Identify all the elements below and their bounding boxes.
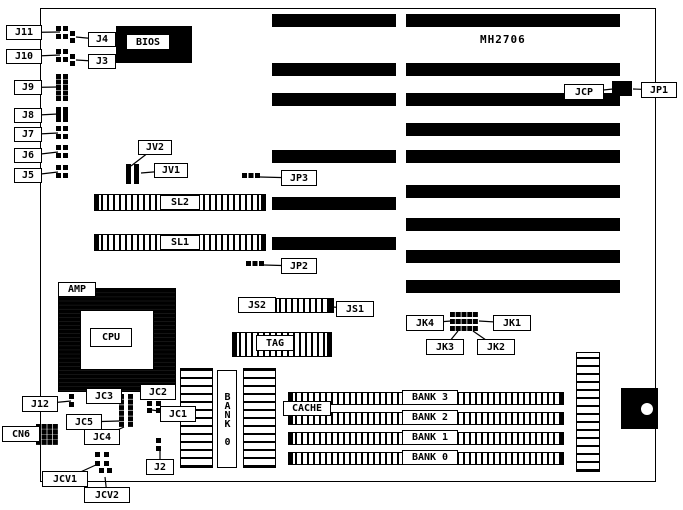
jp3-pins bbox=[242, 173, 260, 181]
connector-js bbox=[272, 298, 334, 313]
jcv2-pins bbox=[99, 468, 112, 476]
callout-jcv1: JCV1 bbox=[42, 471, 88, 487]
callout-jc5: JC5 bbox=[66, 414, 102, 430]
j7-pins bbox=[56, 126, 68, 139]
jv-pins bbox=[126, 164, 139, 184]
callout-jc1: JC1 bbox=[160, 406, 196, 422]
label-bios: BIOS bbox=[126, 34, 170, 50]
expansion-slot-l3 bbox=[272, 93, 396, 106]
callout-js1: JS1 bbox=[336, 301, 374, 317]
label-cache: CACHE bbox=[283, 401, 331, 416]
callout-j8: J8 bbox=[14, 108, 42, 123]
expansion-slot-r8 bbox=[406, 250, 620, 263]
jcv1-pins bbox=[95, 452, 109, 466]
label-bank0-vertical: BANK 0 bbox=[217, 370, 237, 468]
bank0-socket-right bbox=[243, 368, 276, 468]
j8-pins bbox=[56, 107, 68, 122]
callout-j11: J11 bbox=[6, 25, 42, 40]
jp2-pins bbox=[246, 261, 264, 269]
expansion-slot-r5 bbox=[406, 150, 620, 163]
callout-j9: J9 bbox=[14, 80, 42, 95]
callout-j2: J2 bbox=[146, 459, 174, 475]
jk-pins bbox=[450, 312, 478, 331]
callout-js2: JS2 bbox=[238, 297, 276, 313]
label-tag: TAG bbox=[256, 335, 294, 351]
label-sl1: SL1 bbox=[160, 235, 200, 250]
cn6-pins bbox=[36, 424, 58, 445]
expansion-slot-r1 bbox=[406, 14, 620, 27]
callout-jc4: JC4 bbox=[84, 429, 120, 445]
callout-jk4: JK4 bbox=[406, 315, 444, 331]
j9-pins bbox=[56, 74, 68, 101]
callout-j5: J5 bbox=[14, 168, 42, 183]
callout-cn6: CN6 bbox=[2, 426, 40, 442]
j6-pins bbox=[56, 145, 68, 158]
label-cpu: CPU bbox=[90, 328, 132, 347]
jc-pins-a bbox=[119, 394, 133, 427]
callout-j10: J10 bbox=[6, 49, 42, 64]
j11-pins bbox=[56, 26, 68, 39]
expansion-slot-r4 bbox=[406, 123, 620, 136]
expansion-slot-r2 bbox=[406, 63, 620, 76]
j5-pins bbox=[56, 165, 68, 178]
callout-jk3: JK3 bbox=[426, 339, 464, 355]
j12-pins bbox=[69, 394, 77, 407]
j4-pins bbox=[70, 31, 79, 43]
din-hole bbox=[641, 402, 653, 415]
label-bank2: BANK 2 bbox=[402, 410, 458, 425]
callout-jc3: JC3 bbox=[86, 388, 122, 404]
label-amp: AMP bbox=[58, 282, 96, 297]
callout-jv1: JV1 bbox=[154, 163, 188, 178]
expansion-slot-l1 bbox=[272, 14, 396, 27]
part-number-label: MH2706 bbox=[480, 33, 526, 46]
expansion-slot-r6 bbox=[406, 185, 620, 198]
j10-pins bbox=[56, 49, 68, 62]
expansion-slot-r9 bbox=[406, 280, 620, 293]
j2-pins bbox=[156, 438, 164, 451]
jcp-pins bbox=[612, 81, 632, 96]
callout-jcp: JCP bbox=[564, 84, 604, 100]
callout-jv2: JV2 bbox=[138, 140, 172, 155]
keyboard-connector bbox=[621, 388, 658, 429]
expansion-slot-l6 bbox=[272, 237, 396, 250]
callout-jp2: JP2 bbox=[281, 258, 317, 274]
label-bank3: BANK 3 bbox=[402, 390, 458, 405]
callout-j3: J3 bbox=[88, 54, 116, 69]
power-connector bbox=[576, 352, 600, 472]
callout-jcv2: JCV2 bbox=[84, 487, 130, 503]
callout-jk1: JK1 bbox=[493, 315, 531, 331]
label-bank1: BANK 1 bbox=[402, 430, 458, 445]
expansion-slot-l2 bbox=[272, 63, 396, 76]
callout-jc2: JC2 bbox=[140, 384, 176, 400]
label-bank0: BANK 0 bbox=[402, 450, 458, 465]
label-sl2: SL2 bbox=[160, 195, 200, 210]
expansion-slot-l4 bbox=[272, 150, 396, 163]
callout-jp1: JP1 bbox=[641, 82, 677, 98]
j3-pins bbox=[70, 54, 79, 66]
callout-jk2: JK2 bbox=[477, 339, 515, 355]
callout-j7: J7 bbox=[14, 127, 42, 142]
expansion-slot-l5 bbox=[272, 197, 396, 210]
callout-jp3: JP3 bbox=[281, 170, 317, 186]
callout-j6: J6 bbox=[14, 148, 42, 163]
expansion-slot-r7 bbox=[406, 218, 620, 231]
callout-j4: J4 bbox=[88, 32, 116, 47]
callout-j12: J12 bbox=[22, 396, 58, 412]
